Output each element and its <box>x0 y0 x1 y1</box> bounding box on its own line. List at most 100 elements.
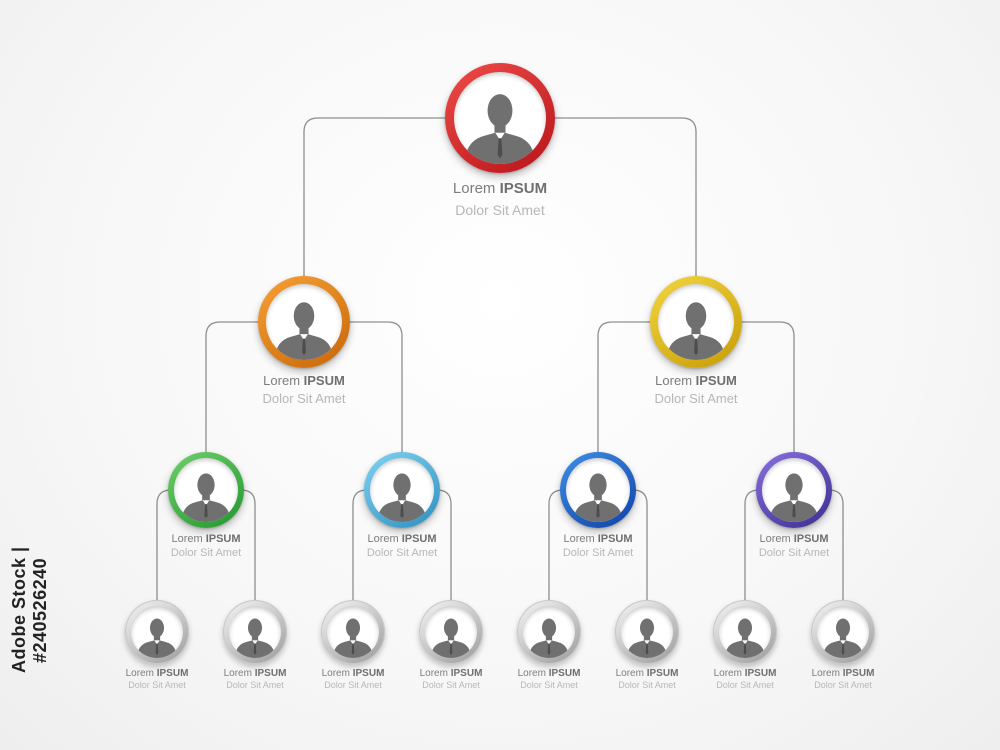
org-node <box>756 452 832 528</box>
node-subtitle: Dolor Sit Amet <box>262 391 346 406</box>
person-icon <box>823 618 863 658</box>
avatar <box>131 606 183 658</box>
node-label: Lorem IPSUM Dolor Sit Amet <box>262 373 345 406</box>
node-title-bold: IPSUM <box>646 668 679 679</box>
node-title-plain: Lorem <box>517 668 549 679</box>
node-title-plain: Lorem <box>452 180 500 197</box>
node-title-bold: IPSUM <box>156 668 189 679</box>
org-node <box>811 600 875 664</box>
node-subtitle: Dolor Sit Amet <box>618 680 676 690</box>
node-title-plain: Lorem <box>713 668 745 679</box>
node-subtitle: Dolor Sit Amet <box>814 680 872 690</box>
node-title-bold: IPSUM <box>695 373 737 388</box>
node-title-plain: Lorem <box>563 533 598 545</box>
node-title: Lorem IPSUM <box>616 668 679 679</box>
node-title: Lorem IPSUM <box>654 373 737 388</box>
avatar <box>174 458 238 522</box>
node-title: Lorem IPSUM <box>322 668 385 679</box>
node-title-bold: IPSUM <box>303 373 345 388</box>
org-node <box>321 600 385 664</box>
node-label: Lorem IPSUM Dolor Sit Amet <box>654 373 737 406</box>
node-title-plain: Lorem <box>419 668 451 679</box>
node-title-plain: Lorem <box>125 668 157 679</box>
person-icon <box>431 618 471 658</box>
org-node <box>445 63 555 173</box>
person-icon <box>181 473 231 522</box>
node-title: Lorem IPSUM <box>812 668 875 679</box>
org-node <box>168 452 244 528</box>
node-title: Lorem IPSUM <box>367 533 437 545</box>
avatar <box>454 72 546 164</box>
node-title-plain: Lorem <box>171 533 206 545</box>
node-title-plain: Lorem <box>263 373 304 388</box>
person-icon <box>275 302 333 360</box>
node-title: Lorem IPSUM <box>224 668 287 679</box>
org-node <box>713 600 777 664</box>
person-icon <box>627 618 667 658</box>
person-icon <box>377 473 427 522</box>
node-title-bold: IPSUM <box>205 533 241 545</box>
node-subtitle: Dolor Sit Amet <box>520 680 578 690</box>
org-node <box>560 452 636 528</box>
connector-line <box>303 117 452 322</box>
node-title: Lorem IPSUM <box>126 668 189 679</box>
org-node <box>517 600 581 664</box>
node-title-bold: IPSUM <box>254 668 287 679</box>
avatar <box>523 606 575 658</box>
person-icon <box>137 618 177 658</box>
connector-line <box>597 321 656 490</box>
person-icon <box>725 618 765 658</box>
avatar <box>266 284 342 360</box>
org-node <box>223 600 287 664</box>
person-icon <box>465 94 535 164</box>
node-subtitle: Dolor Sit Amet <box>758 547 830 559</box>
org-node <box>258 276 350 368</box>
node-subtitle: Dolor Sit Amet <box>654 391 738 406</box>
avatar <box>762 458 826 522</box>
node-subtitle: Dolor Sit Amet <box>562 547 634 559</box>
node-title-plain: Lorem <box>615 668 647 679</box>
avatar <box>327 606 379 658</box>
node-subtitle: Dolor Sit Amet <box>226 680 284 690</box>
node-title-bold: IPSUM <box>401 533 437 545</box>
person-icon <box>573 473 623 522</box>
org-node <box>364 452 440 528</box>
avatar <box>817 606 869 658</box>
stock-id-text: Adobe Stock | #240526240 <box>9 546 50 674</box>
org-node <box>650 276 742 368</box>
node-title-bold: IPSUM <box>499 180 548 197</box>
person-icon <box>667 302 725 360</box>
node-title-plain: Lorem <box>367 533 402 545</box>
node-title-plain: Lorem <box>223 668 255 679</box>
connector-line <box>548 117 697 322</box>
node-title-plain: Lorem <box>655 373 696 388</box>
avatar <box>621 606 673 658</box>
node-title-plain: Lorem <box>811 668 843 679</box>
person-icon <box>333 618 373 658</box>
org-node <box>615 600 679 664</box>
avatar <box>566 458 630 522</box>
node-title: Lorem IPSUM <box>262 373 345 388</box>
person-icon <box>529 618 569 658</box>
org-node <box>125 600 189 664</box>
person-icon <box>235 618 275 658</box>
node-title-bold: IPSUM <box>352 668 385 679</box>
node-title: Lorem IPSUM <box>714 668 777 679</box>
node-subtitle: Dolor Sit Amet <box>422 680 480 690</box>
node-subtitle: Dolor Sit Amet <box>716 680 774 690</box>
node-title: Lorem IPSUM <box>420 668 483 679</box>
node-title-plain: Lorem <box>321 668 353 679</box>
node-title: Lorem IPSUM <box>171 533 241 545</box>
